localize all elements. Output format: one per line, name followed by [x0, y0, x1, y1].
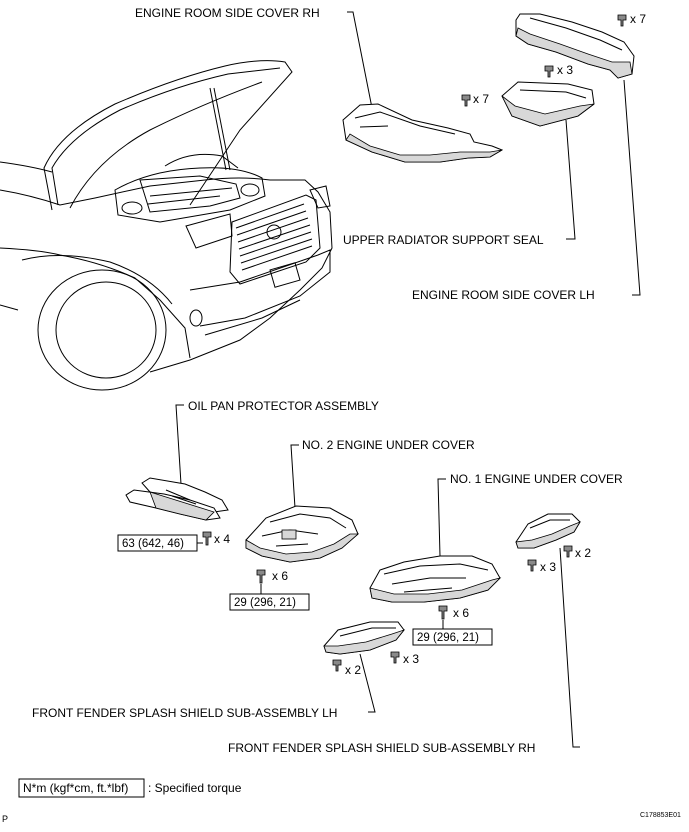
qty-oil-pan-bolts: x 4: [214, 532, 230, 546]
qty-no2-bolts: x 6: [272, 569, 288, 583]
torque-box-no2: [229, 593, 310, 611]
engine-room-side-cover-lh: [515, 13, 635, 79]
clip-lh-cover: [617, 14, 627, 27]
torque-no2-under-cover: 29 (296, 21): [234, 597, 296, 609]
no2-engine-under-cover: [245, 505, 360, 563]
legend-unit: N*m (kgf*cm, ft.*lbf): [23, 781, 128, 795]
clip-radiator-seal: [544, 65, 554, 78]
leader-engine-room-side-cover-rh: [347, 11, 373, 109]
leader-front-fender-splash-shield-lh: [359, 653, 376, 713]
bolt-no1-under-cover: [438, 605, 448, 620]
leader-no2-engine-under-cover: [290, 444, 299, 509]
qty-rh-shield-screws: x 2: [575, 546, 591, 560]
label-engine-room-side-cover-rh: ENGINE ROOM SIDE COVER RH: [135, 6, 320, 20]
torque-box-oil-pan: [117, 534, 198, 552]
screw-rh-shield: [563, 545, 573, 558]
qty-lh-shield-bolts: x 3: [403, 652, 419, 666]
front-fender-splash-shield-lh: [323, 621, 406, 655]
leader-no1-engine-under-cover: [437, 478, 446, 557]
label-upper-radiator-support-seal: UPPER RADIATOR SUPPORT SEAL: [343, 233, 544, 247]
bolt-rh-shield: [527, 559, 537, 572]
figure-code: C178853E01: [640, 812, 681, 819]
clip-rh-cover: [461, 94, 471, 107]
label-oil-pan-protector-assembly: OIL PAN PROTECTOR ASSEMBLY: [188, 399, 379, 413]
qty-seal-clips: x 3: [557, 63, 573, 77]
footer-left-mark: P: [2, 814, 8, 824]
label-front-fender-splash-shield-rh: FRONT FENDER SPLASH SHIELD SUB-ASSEMBLY …: [228, 741, 535, 755]
qty-lh-shield-screws: x 2: [345, 663, 361, 677]
screw-lh-shield: [332, 659, 342, 672]
oil-pan-protector-assembly: [125, 477, 229, 521]
bolt-no2-under-cover: [256, 569, 266, 584]
engine-room-side-cover-rh: [342, 103, 504, 163]
front-fender-splash-shield-rh: [515, 513, 581, 549]
leader-front-fender-splash-shield-rh: [559, 547, 580, 748]
qty-rh-shield-bolts: x 3: [540, 560, 556, 574]
qty-no1-bolts: x 6: [453, 606, 469, 620]
torque-box-no1: [412, 628, 493, 646]
vehicle-front-illustration: [0, 60, 333, 391]
qty-lh-cover-clips: x 7: [630, 12, 646, 26]
torque-no1-under-cover: 29 (296, 21): [417, 632, 479, 644]
leader-upper-radiator-support-seal: [565, 119, 576, 240]
qty-rh-cover-clips: x 7: [473, 92, 489, 106]
leader-engine-room-side-cover-lh: [623, 79, 641, 296]
label-no1-engine-under-cover: NO. 1 ENGINE UNDER COVER: [450, 472, 623, 486]
bolt-lh-shield: [390, 651, 400, 664]
label-front-fender-splash-shield-lh: FRONT FENDER SPLASH SHIELD SUB-ASSEMBLY …: [32, 706, 337, 720]
bolt-oil-pan-protector: [202, 531, 212, 546]
label-no2-engine-under-cover: NO. 2 ENGINE UNDER COVER: [302, 438, 475, 452]
label-engine-room-side-cover-lh: ENGINE ROOM SIDE COVER LH: [412, 288, 595, 302]
no1-engine-under-cover: [369, 555, 502, 603]
leader-oil-pan-protector: [175, 404, 184, 485]
torque-oil-pan-protector: 63 (642, 46): [122, 538, 184, 550]
upper-radiator-support-seal: [501, 81, 595, 127]
legend-torque-box: [18, 778, 145, 798]
legend-description: : Specified torque: [148, 781, 242, 795]
